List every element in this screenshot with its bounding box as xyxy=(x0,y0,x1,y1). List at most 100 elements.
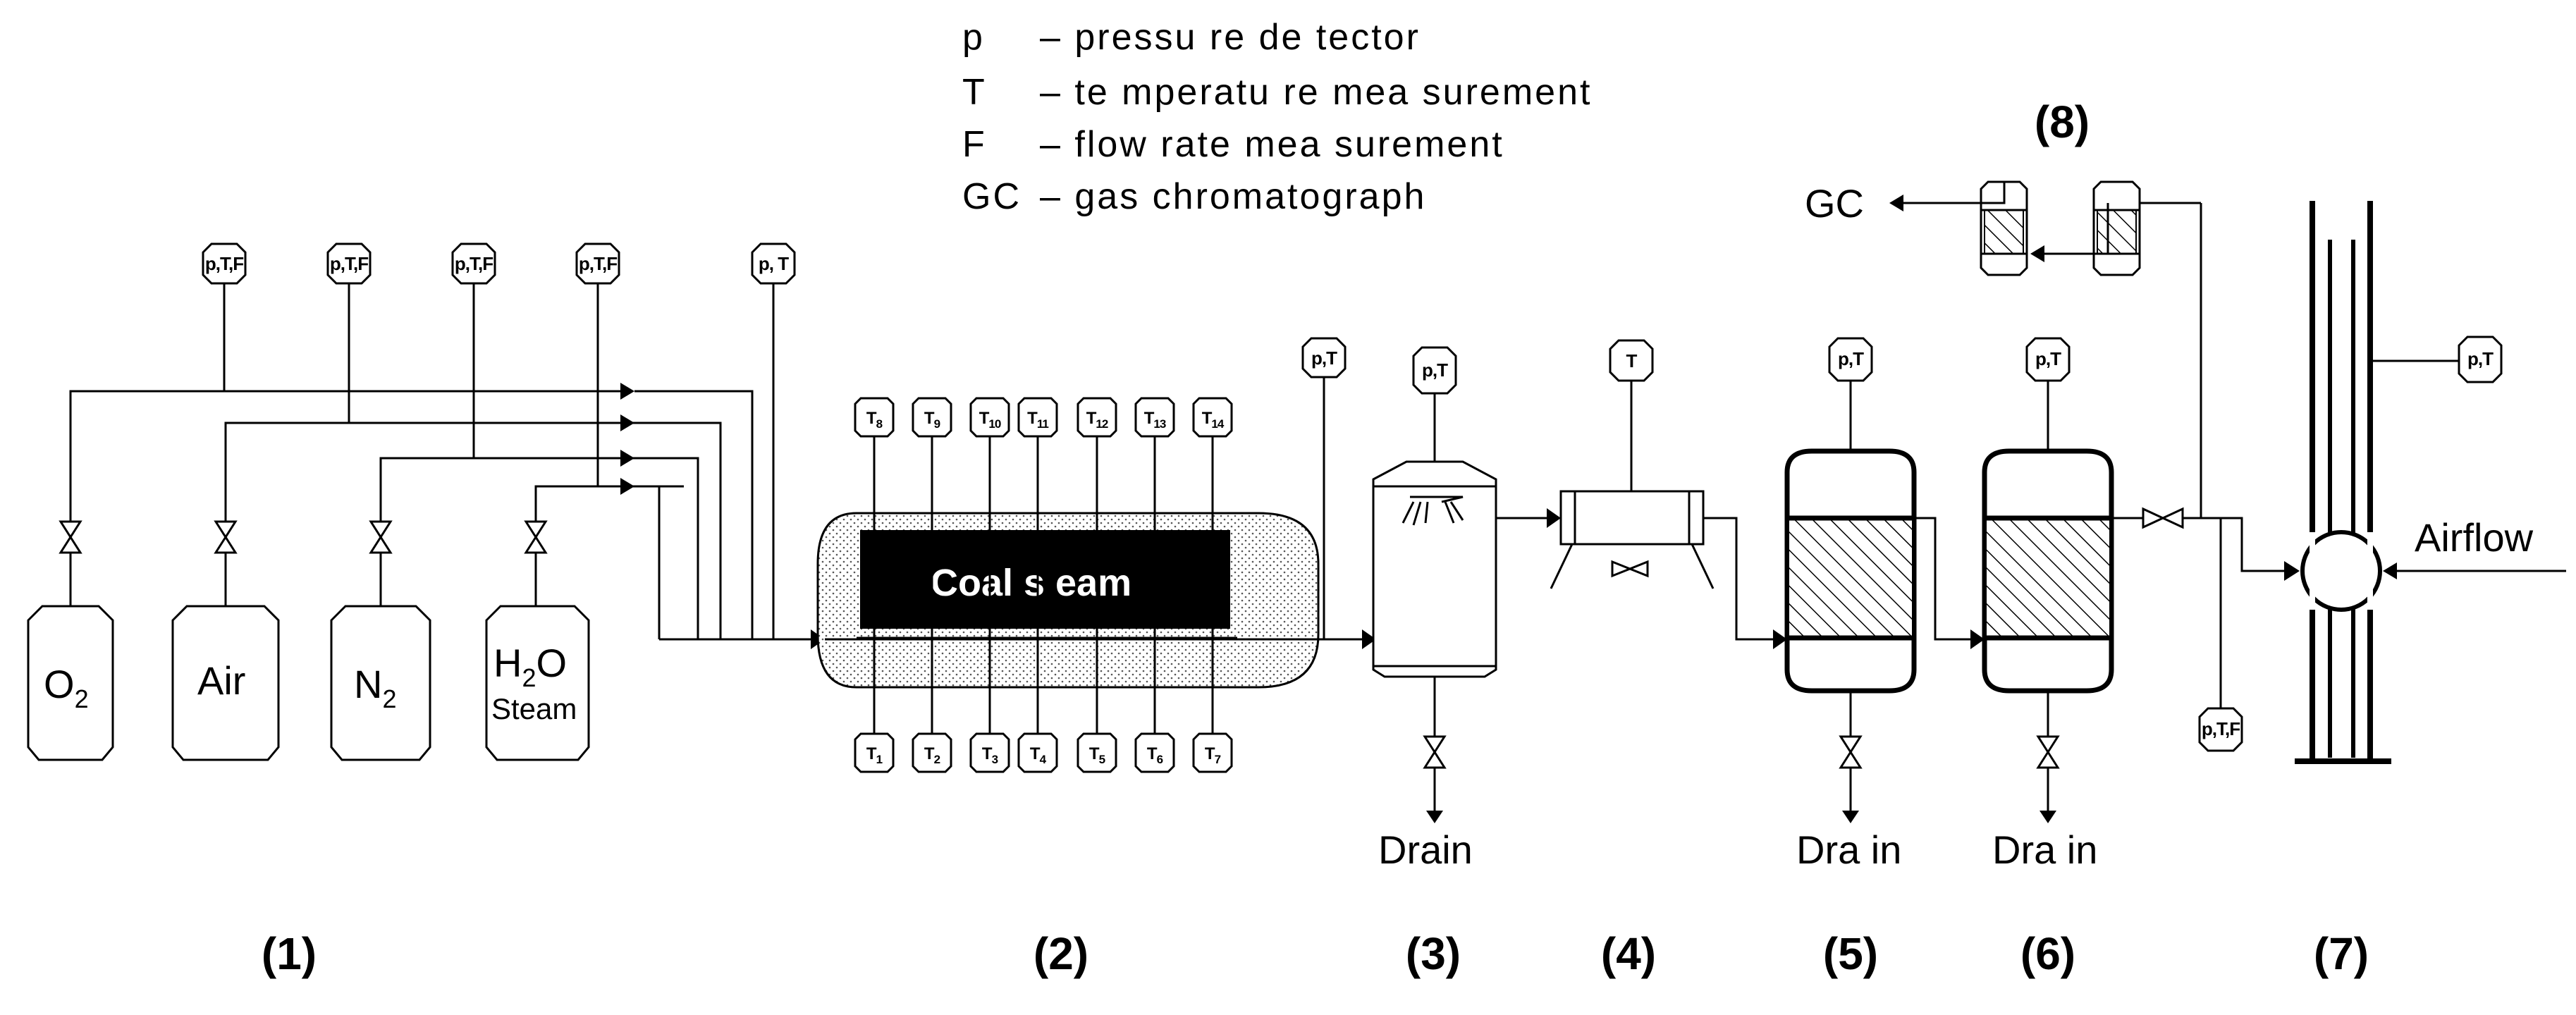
svg-text:p,T: p,T xyxy=(2467,348,2494,369)
thermocouple-symbol xyxy=(1192,397,1233,438)
legend-symbol-p: p xyxy=(962,17,985,58)
svg-text:p, T: p, T xyxy=(759,253,789,274)
unit-number-4: (4) xyxy=(1601,928,1656,979)
spray-nozzle-icon xyxy=(1410,496,1464,503)
valve-icon xyxy=(1611,560,1649,578)
nitrogen-tank-label: N2 xyxy=(354,662,396,713)
thermocouple-label: T2 xyxy=(924,744,940,766)
air-line xyxy=(224,422,642,522)
unit-8-gas-filters: GC xyxy=(1805,180,2201,276)
unit-number-2: (2) xyxy=(1034,928,1088,979)
unit-1-gas-supply: O2 Air N2 H2O Steam p,T,F p,T,F p,T,F p,… xyxy=(27,242,825,761)
thermocouple-label: T13 xyxy=(1144,409,1166,431)
legend: p – pressu re de tector T – te mperatu r… xyxy=(962,17,1590,217)
unit-number-6: (6) xyxy=(2020,928,2075,979)
svg-text:p,T,F: p,T,F xyxy=(2202,718,2240,739)
drain-label: Dra in xyxy=(1992,828,2097,872)
spray-icon xyxy=(1444,501,1455,524)
thermocouple-symbol xyxy=(912,732,952,773)
valve-icon xyxy=(214,520,238,606)
legend-text-p: – pressu re de tector xyxy=(1040,17,1421,58)
thermocouple-probe: T11 xyxy=(1017,397,1058,638)
svg-text:p,T,F: p,T,F xyxy=(330,253,368,274)
valve-icon xyxy=(2036,735,2060,769)
nitrogen-line xyxy=(379,457,663,522)
pressure-temperature-instrument: p, T xyxy=(751,242,796,285)
thermocouple-symbol xyxy=(1017,732,1058,773)
svg-text:p,T,F: p,T,F xyxy=(579,253,617,274)
thermocouple-symbol xyxy=(969,397,1010,438)
unit-number-8: (8) xyxy=(2035,97,2090,147)
thermocouple-label: T8 xyxy=(866,409,883,431)
arrow-icon xyxy=(620,383,634,400)
legend-text-gc: – gas chromatograph xyxy=(1040,176,1426,217)
arrow-icon xyxy=(2030,245,2044,262)
pressure-temperature-flow-instrument: p,T,F xyxy=(326,242,372,285)
arrow-icon xyxy=(620,414,634,431)
support-leg xyxy=(1691,543,1715,589)
thermocouple-symbol xyxy=(1134,732,1175,773)
manifold-pipe xyxy=(634,485,661,639)
arrow-down-icon xyxy=(2040,811,2056,823)
thermocouple-label: T10 xyxy=(979,409,1001,431)
thermocouple-symbol xyxy=(1134,397,1175,438)
thermocouple-probe: T1 xyxy=(854,638,895,773)
thermocouple-label: T3 xyxy=(982,744,998,766)
legend-symbol-gc: GC xyxy=(962,176,1022,217)
thermocouple-probe: T4 xyxy=(1017,638,1058,773)
thermocouple-symbol xyxy=(1017,397,1058,438)
thermocouple-probe: T12 xyxy=(1077,397,1117,638)
packing-bed xyxy=(1987,518,2109,638)
spray-icon xyxy=(1424,501,1429,524)
legend-text-f: – flow rate mea surement xyxy=(1040,124,1504,165)
support-leg xyxy=(1550,543,1574,589)
arrow-icon xyxy=(620,450,634,467)
arrow-icon xyxy=(1773,629,1787,649)
coal-seam-label: Coal s eam xyxy=(931,562,1131,604)
legend-symbol-t: T xyxy=(962,72,987,113)
svg-text:p,T,F: p,T,F xyxy=(205,253,243,274)
thermocouple-label: T12 xyxy=(1086,409,1108,431)
air-tank-label: Air xyxy=(197,658,245,703)
svg-text:p,T: p,T xyxy=(1838,348,1864,369)
unit-number-5: (5) xyxy=(1823,928,1878,979)
filter-link-line xyxy=(2044,203,2109,255)
pressure-temperature-flow-instrument: p,T,F xyxy=(575,242,620,285)
thermocouple-probe: T2 xyxy=(912,638,952,773)
svg-text:p,T: p,T xyxy=(2035,348,2061,369)
valve-icon xyxy=(1423,735,1447,769)
thermocouple-symbol xyxy=(1192,732,1233,773)
valve-icon xyxy=(2142,507,2184,529)
unit-4-heat-exchanger: T xyxy=(1550,339,1715,589)
thermocouple-symbol xyxy=(854,732,895,773)
spray-icon xyxy=(1449,501,1464,521)
gc-outlet-line xyxy=(1903,182,2006,204)
thermocouple-probe: T7 xyxy=(1192,638,1233,773)
thermocouple-probe: T5 xyxy=(1077,638,1117,773)
manifold-pipe xyxy=(634,457,699,639)
svg-text:T: T xyxy=(1626,350,1638,371)
thermocouple-probe: T8 xyxy=(854,397,895,638)
unit-6-packed-column: p,T Dra in xyxy=(1982,337,2114,872)
valve-icon xyxy=(59,520,82,606)
pressure-temperature-instrument: p,T xyxy=(1412,346,1457,395)
arrow-icon xyxy=(1362,629,1376,649)
pressure-temperature-instrument: p,T xyxy=(2458,336,2503,383)
arrow-icon xyxy=(1889,195,1903,211)
thermocouple-label: T9 xyxy=(924,409,940,431)
thermocouple-symbol xyxy=(912,397,952,438)
filter-media xyxy=(2097,209,2137,254)
steam-tank xyxy=(485,605,590,761)
unit-number-7: (7) xyxy=(2314,928,2369,979)
svg-text:p,T: p,T xyxy=(1311,347,1337,369)
thermocouple-probe: T6 xyxy=(1134,638,1175,773)
thermocouple-probe: T9 xyxy=(912,397,952,638)
airflow-label: Airflow xyxy=(2415,515,2534,560)
spray-icon xyxy=(1402,501,1415,524)
unit-number-1: (1) xyxy=(262,928,317,979)
thermocouple-symbol xyxy=(969,732,1010,773)
thermocouple-probe: T10 xyxy=(969,397,1010,638)
